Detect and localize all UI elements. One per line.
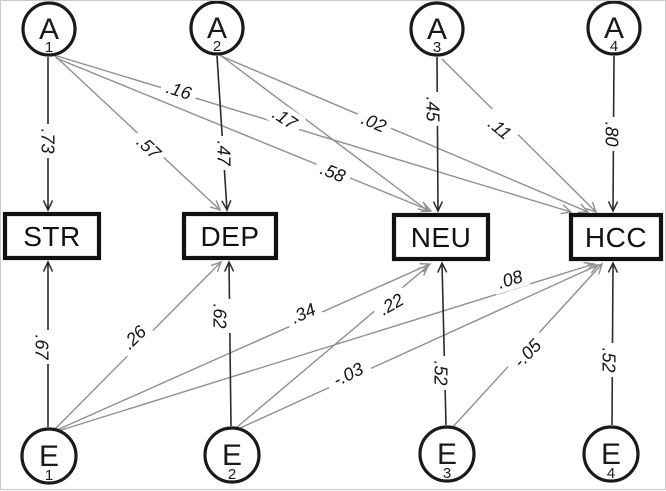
neu-box (391, 212, 491, 262)
latent-a3: A 3 (409, 1, 465, 57)
latent-e4: E 4 (582, 425, 640, 483)
path-label-e3-neu: .52 (430, 356, 452, 390)
path-label-e2-hcc: -.03 (322, 354, 374, 394)
path-a1-neu-line (55, 57, 433, 213)
path-e1-neu-line (56, 263, 432, 431)
hcc-box (568, 212, 664, 262)
path-label-e1-dep: .26 (113, 316, 155, 358)
path-a1-hcc-line (56, 55, 573, 215)
a2-circle (189, 1, 245, 56)
e3-letter: E (437, 438, 457, 471)
a3-circle (409, 1, 465, 57)
path-label-a3-neu: .45 (422, 92, 444, 126)
a1-circle (21, 1, 77, 57)
e2-circle (203, 426, 261, 484)
path-a3-hcc-line (441, 58, 598, 214)
str-box (2, 211, 102, 261)
neu-label: NEU (411, 222, 472, 253)
latent-a1: A 1 (21, 1, 77, 57)
latent-e2: E 2 (203, 426, 261, 484)
path-label-a2-hcc: .02 (353, 104, 395, 140)
a1-subscript: 1 (45, 39, 53, 56)
a4-circle (586, 1, 642, 56)
svg-text:.80: .80 (602, 121, 622, 146)
e2-subscript: 2 (228, 466, 236, 483)
path-e2-hcc-line (237, 264, 600, 430)
path-label-a3-hcc: .11 (479, 108, 521, 148)
a1-letter: A (39, 13, 59, 46)
path-label-a4-hcc: .80 (601, 117, 623, 151)
path-label-a2-dep: .47 (213, 136, 235, 170)
latent-e3: E 3 (418, 425, 476, 483)
a3-letter: A (427, 13, 447, 46)
e1-subscript: 1 (45, 467, 53, 484)
observed-neu: NEU (391, 212, 491, 262)
path-a2-neu-line (219, 54, 430, 212)
e3-circle (418, 425, 476, 483)
path-label-e3-hcc: -.05 (503, 328, 551, 378)
path-e3-neu-line (437, 261, 448, 426)
e3-subscript: 3 (443, 465, 451, 482)
path-label-a2-neu: .17 (263, 98, 307, 138)
svg-text:.47: .47 (214, 140, 234, 166)
latent-e1: E 1 (20, 427, 78, 485)
path-label-e2-dep: .62 (209, 299, 231, 333)
str-label: STR (23, 221, 81, 252)
path-a1-dep-line (53, 54, 222, 212)
e4-circle (582, 425, 640, 483)
svg-text:.45: .45 (423, 96, 443, 122)
latent-a4: A 4 (586, 1, 642, 56)
path-label-a1-str: .73 (37, 124, 59, 158)
a2-letter: A (207, 12, 227, 45)
path-label-a1-dep: .57 (128, 126, 170, 168)
e1-circle (20, 427, 78, 485)
path-a3-neu-line (432, 56, 444, 213)
path-e2-dep-line (223, 260, 235, 427)
a4-subscript: 4 (610, 38, 618, 55)
observed-str: STR (2, 211, 102, 261)
path-label-e1-hcc: .08 (489, 263, 531, 295)
e4-subscript: 4 (607, 465, 615, 482)
path-label-e2-neu: .22 (369, 285, 413, 323)
e2-letter: E (222, 439, 242, 472)
path-label-a1-hcc: .16 (158, 74, 200, 106)
dep-label: DEP (200, 221, 259, 252)
hcc-label: HCC (585, 222, 647, 253)
svg-text:.73: .73 (38, 128, 58, 153)
path-label-e1-str: .67 (31, 330, 53, 364)
e1-letter: E (39, 440, 59, 473)
svg-text:.67: .67 (32, 334, 52, 360)
svg-text:.52: .52 (599, 347, 619, 372)
path-label-e4-hcc: .52 (598, 343, 620, 377)
latent-a2: A 2 (189, 1, 245, 56)
svg-text:.62: .62 (210, 303, 230, 328)
svg-text:.52: .52 (431, 360, 451, 385)
path-label-e1-neu: .34 (282, 295, 324, 331)
path-a2-dep-line (216, 55, 232, 212)
a4-letter: A (604, 12, 624, 45)
path-label-a1-neu: .58 (312, 155, 354, 189)
e4-letter: E (601, 438, 621, 471)
a3-subscript: 3 (433, 39, 441, 56)
observed-hcc: HCC (568, 212, 664, 262)
dep-box (181, 211, 279, 261)
a2-subscript: 2 (213, 38, 221, 55)
observed-dep: DEP (181, 211, 279, 261)
path-a2-hcc-line (220, 55, 590, 214)
